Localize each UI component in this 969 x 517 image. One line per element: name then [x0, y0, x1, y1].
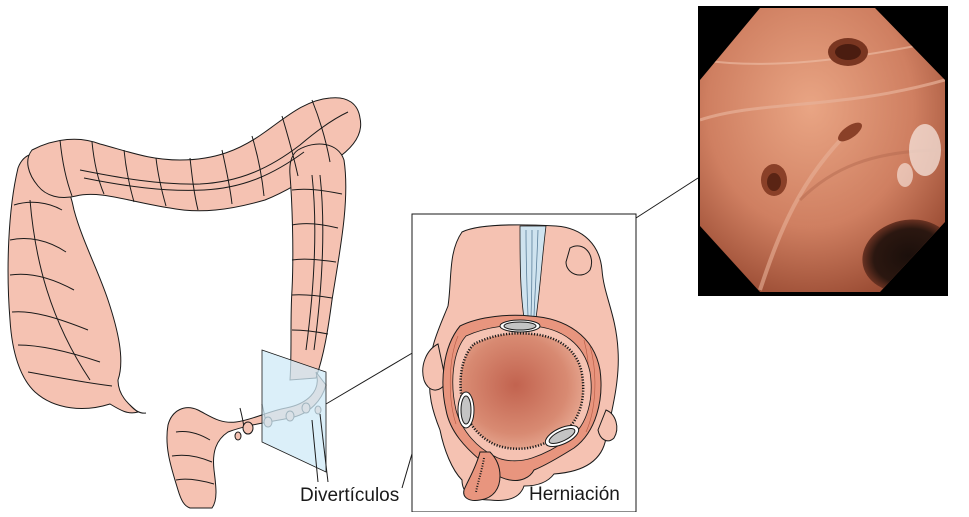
- label-diverticulos: Divertículos: [300, 486, 399, 505]
- section-plane: [262, 350, 326, 472]
- label-herniacion: Herniación: [529, 485, 620, 504]
- colon-cross-section: [412, 214, 636, 512]
- descending-colon: [290, 144, 346, 380]
- endoscopy-photo: [698, 6, 960, 301]
